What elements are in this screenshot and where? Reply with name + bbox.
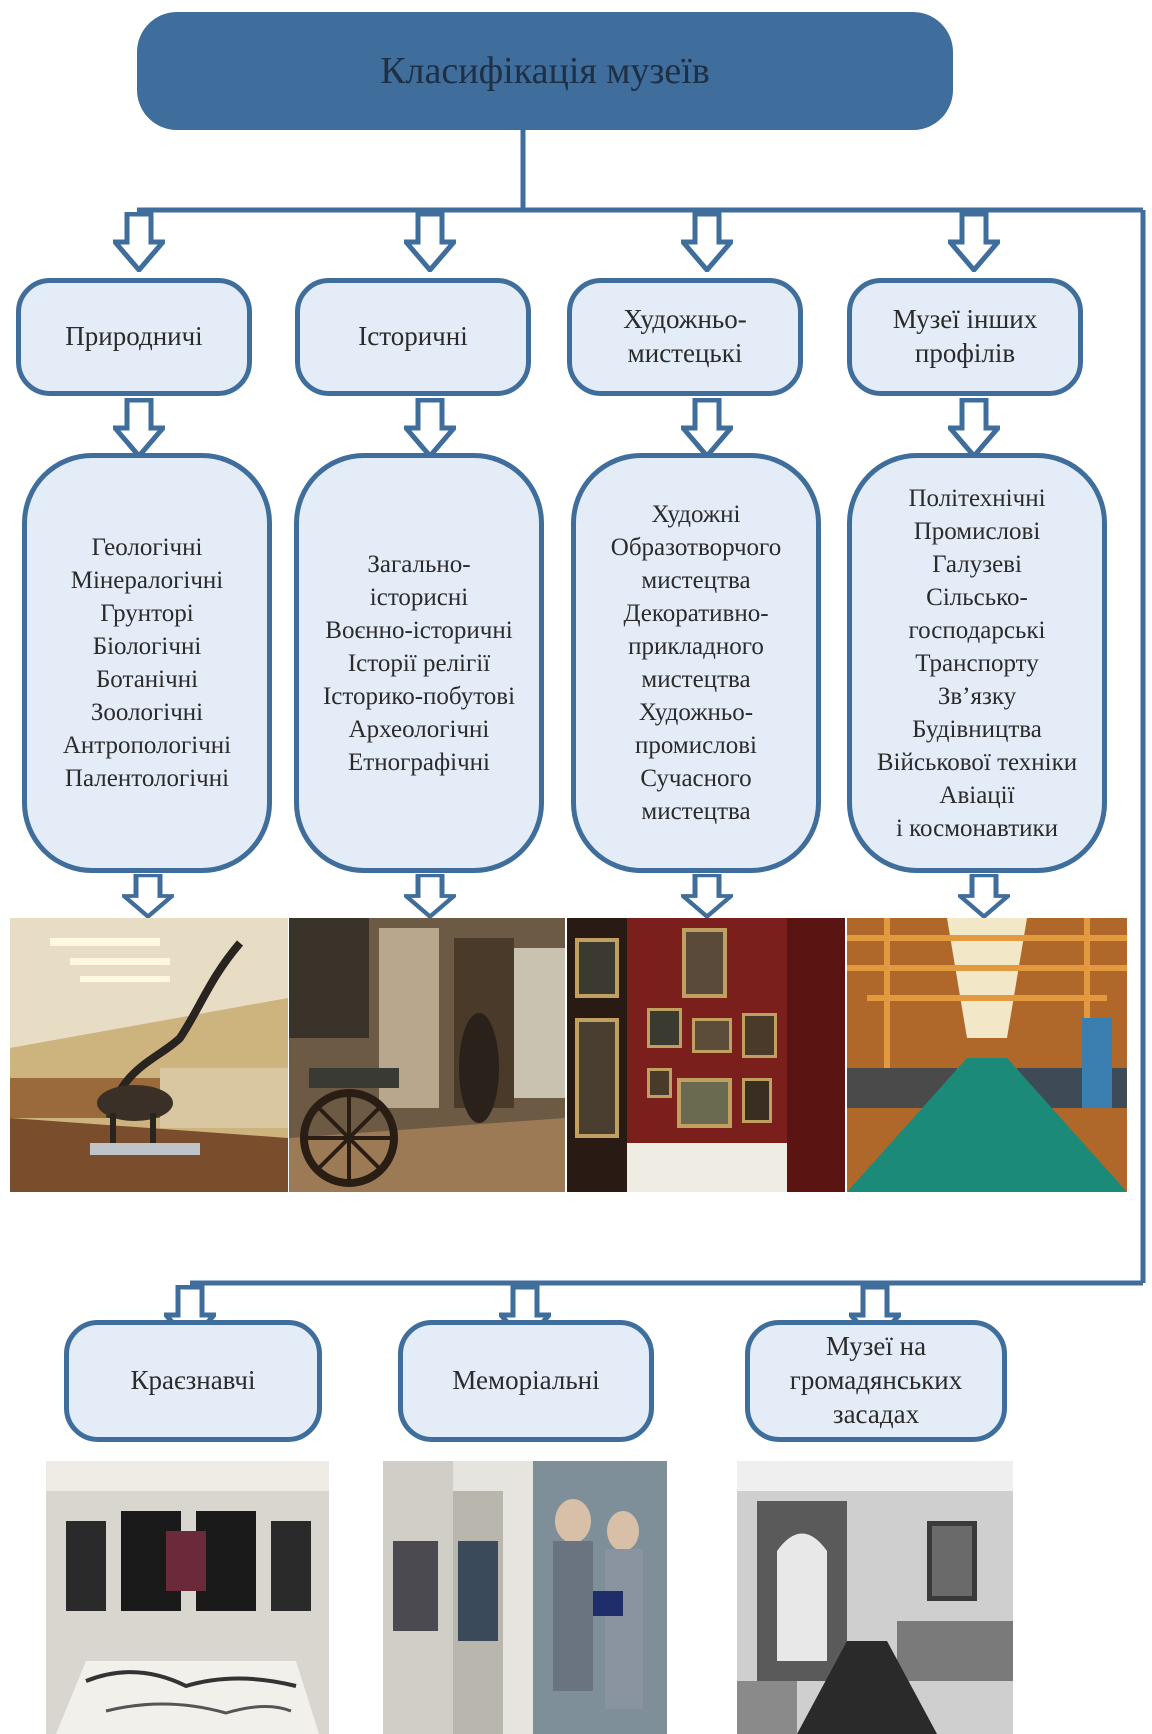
- list-item: господарські: [908, 616, 1046, 644]
- art-gallery-photo: [567, 918, 845, 1192]
- list-other: Політехнічні Промислові Галузеві Сільськ…: [847, 453, 1107, 873]
- memorial-museum-photo: [383, 1461, 667, 1734]
- list-item: мистецтва: [641, 666, 751, 693]
- list-item: Будівництва: [912, 715, 1042, 743]
- list-item: промислові: [635, 732, 757, 759]
- list-item: Етнографічні: [348, 748, 490, 776]
- list-natural: Геологічні Мінералогічні Грунторі Біолог…: [22, 453, 272, 873]
- historical-museum-photo: [289, 918, 565, 1192]
- down-arrow-icon: [681, 212, 733, 272]
- category-memorial: Меморіальні: [398, 1320, 654, 1442]
- list-item: Художньо-: [638, 699, 754, 726]
- down-arrow-icon: [122, 874, 174, 918]
- list-historical: Загально- історисні Воєнно-історичні Іст…: [294, 453, 544, 873]
- down-arrow-icon: [113, 398, 165, 458]
- list-item: Політехнічні: [908, 484, 1046, 512]
- list-item: Транспорту: [915, 649, 1039, 677]
- down-arrow-icon: [404, 398, 456, 458]
- category-art: Художньо- мистецькі: [567, 278, 803, 396]
- list-item: Галузеві: [932, 550, 1022, 578]
- down-arrow-icon: [958, 874, 1010, 918]
- list-item: Художні: [651, 501, 741, 528]
- list-item: Воєнно-історичні: [325, 616, 513, 644]
- list-item: Палентологічні: [64, 765, 230, 792]
- list-item: Ботанічні: [95, 666, 199, 693]
- public-museum-photo: [737, 1461, 1013, 1734]
- list-item: Біологічні: [92, 633, 202, 660]
- list-item: Грунторі: [100, 600, 194, 627]
- list-item: Загально-: [367, 550, 471, 578]
- down-arrow-icon: [681, 398, 733, 458]
- list-item: Зоологічні: [90, 699, 204, 726]
- down-arrow-icon: [948, 398, 1000, 458]
- category-local-history: Краєзнавчі: [64, 1320, 322, 1442]
- list-item: Військової техніки: [876, 748, 1078, 776]
- transport-museum-photo: [847, 918, 1127, 1192]
- list-item: і космонавтики: [895, 814, 1059, 842]
- list-item: Геологічні: [91, 534, 203, 561]
- category-historical: Історичні: [295, 278, 531, 396]
- down-arrow-icon: [404, 874, 456, 918]
- down-arrow-icon: [404, 212, 456, 272]
- down-arrow-icon: [113, 212, 165, 272]
- list-item: Археологічні: [348, 715, 490, 743]
- category-natural: Природничі: [16, 278, 252, 396]
- local-history-museum-photo: [46, 1461, 329, 1734]
- list-item: Історико-побутові: [322, 682, 516, 710]
- list-item: Промислові: [913, 517, 1041, 545]
- list-item: Образотворчого: [610, 534, 782, 561]
- list-item: мистецтва: [641, 567, 751, 594]
- list-item: Декоративно-: [623, 600, 769, 627]
- down-arrow-icon: [948, 212, 1000, 272]
- list-item: Авіації: [939, 781, 1015, 809]
- list-item: Історії релігії: [347, 649, 491, 677]
- category-other: Музеї інших профілів: [847, 278, 1083, 396]
- list-item: Мінералогічні: [70, 567, 224, 594]
- diagram-title: Класифікація музеїв: [137, 12, 953, 130]
- list-item: Зв’язку: [937, 682, 1017, 710]
- list-item: Сучасного: [640, 765, 752, 792]
- list-item: прикладного: [628, 633, 764, 660]
- list-item: історисні: [369, 583, 469, 611]
- list-item: Антропологічні: [62, 732, 232, 759]
- list-item: Сільсько-: [926, 583, 1028, 611]
- down-arrow-icon: [681, 874, 733, 918]
- list-item: мистецтва: [641, 798, 751, 825]
- category-public-museums: Музеї на громадянських засадах: [745, 1320, 1007, 1442]
- natural-history-museum-photo: [10, 918, 288, 1192]
- list-art: Художні Образотворчого мистецтва Декорат…: [571, 453, 821, 873]
